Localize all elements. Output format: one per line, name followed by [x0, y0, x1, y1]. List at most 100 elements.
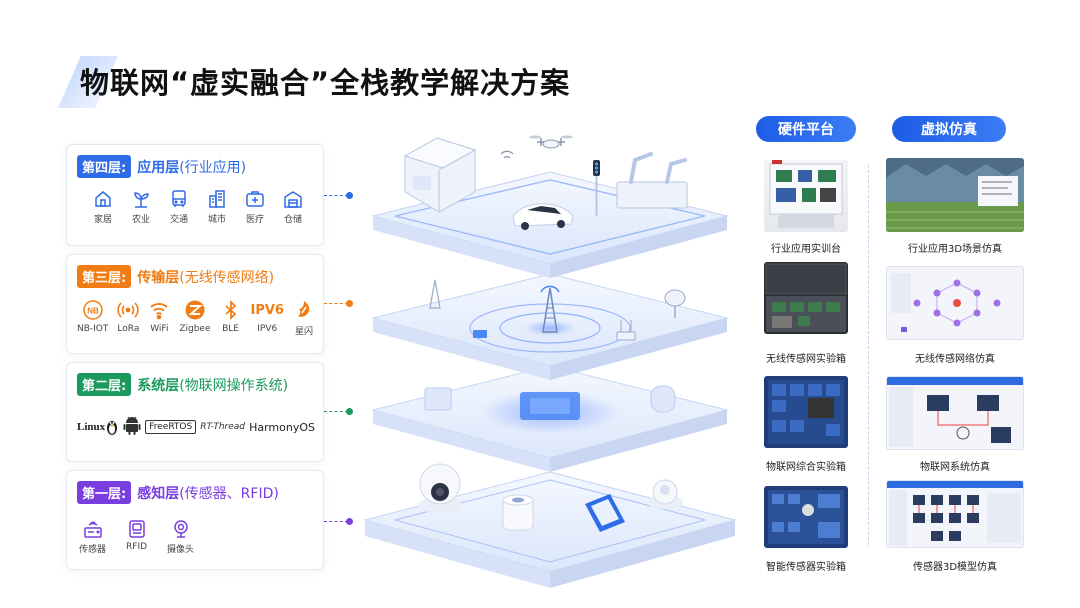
layer-card-application: 第四层: 应用层 (行业应用) 家居 农业 交通 城市	[66, 144, 324, 246]
harmonyos-logo: HarmonyOS	[249, 420, 315, 434]
layer-item: IPV6 IPV6	[250, 299, 283, 337]
page-title: 物联网“虚实融合”全栈教学解决方案	[80, 66, 571, 100]
layer-item: 交通	[169, 189, 189, 225]
layer-item: RFID	[126, 519, 147, 555]
lora-icon	[117, 299, 140, 321]
item-label: 传感器	[79, 545, 107, 555]
column-divider	[868, 165, 869, 545]
layer-subtitle: (行业应用)	[179, 159, 247, 176]
thumb-sensor-box[interactable]	[764, 486, 848, 548]
layer-card-transport: 第三层: 传输层 (无线传感网络) NB NB-IOT LoRa WiFi	[66, 254, 324, 354]
sprout-icon	[131, 189, 151, 209]
thumb-wsn-box[interactable]	[764, 262, 848, 334]
drone-icon	[529, 135, 573, 149]
svg-text:NB: NB	[87, 307, 99, 316]
layer-item: 传感器	[79, 519, 106, 555]
thumb-label: 行业应用3D场景仿真	[907, 244, 1003, 255]
connector-dot	[346, 408, 353, 415]
thumb-sensor-3d-sim[interactable]	[886, 480, 1024, 548]
connector-line	[324, 411, 348, 413]
item-label: 星闪	[294, 327, 313, 337]
layer-subtitle: (无线传感网络)	[179, 269, 275, 286]
layer-badge: 第三层:	[77, 265, 132, 288]
thumb-label: 无线传感网实验箱	[766, 354, 846, 365]
bluetooth-icon	[220, 299, 242, 321]
layer-item: BLE	[220, 299, 242, 337]
thumb-wsn-sim[interactable]	[886, 266, 1024, 340]
layer-subtitle: (传感器、RFID)	[179, 485, 279, 502]
virtual-simulation-button[interactable]: 虚拟仿真	[892, 116, 1006, 142]
hardware-platform-button[interactable]: 硬件平台	[756, 116, 856, 142]
tux-icon	[107, 421, 118, 435]
item-label: RFID	[126, 542, 148, 552]
nb-icon: NB	[82, 299, 104, 321]
linux-logo: Linux	[77, 418, 119, 436]
thumb-label: 无线传感网络仿真	[915, 354, 995, 365]
layer-card-perception: 第一层: 感知层 (传感器、RFID) 传感器 RFID 摄像头	[66, 470, 324, 570]
layer-item: Zigbee	[179, 299, 211, 337]
item-label: LoRa	[117, 324, 140, 334]
ipv6-glyph: IPV6	[250, 302, 284, 318]
layer-badge: 第二层:	[77, 373, 132, 396]
medical-kit-icon	[245, 189, 265, 209]
item-label: 农业	[131, 215, 150, 225]
layer-subtitle: (物联网操作系统)	[179, 377, 289, 394]
item-label: 医疗	[245, 215, 264, 225]
layer-stack-illustration	[363, 135, 737, 588]
thumb-label: 传感器3D模型仿真	[912, 562, 998, 573]
nearlink-icon	[293, 299, 315, 321]
layer-item: 城市	[207, 189, 227, 225]
layer-item: 农业	[131, 189, 151, 225]
item-label: WiFi	[150, 324, 169, 334]
layer-card-system: 第二层: 系统层 (物联网操作系统) Linux FreeRTOS RT-Thr…	[66, 362, 324, 462]
layer-title: 传输层	[137, 269, 180, 286]
item-label: Zigbee	[179, 324, 211, 334]
item-label: IPV6	[257, 324, 278, 334]
freertos-logo: FreeRTOS	[145, 420, 197, 434]
thumb-iot-sim[interactable]	[886, 376, 1024, 450]
slab-application	[371, 135, 729, 278]
connector-line	[324, 195, 348, 197]
item-label: BLE	[222, 324, 239, 334]
layer-item: 摄像头	[167, 519, 194, 555]
thumb-label: 智能传感器实验箱	[766, 562, 846, 573]
item-label: 城市	[207, 215, 226, 225]
layer-item: 星闪	[293, 299, 315, 337]
thumb-label: 行业应用实训台	[771, 244, 841, 255]
layer-badge: 第一层:	[77, 481, 132, 504]
layer-item: 家居	[93, 189, 113, 225]
thumb-iot-box[interactable]	[764, 376, 848, 448]
layer-item: NB NB-IOT	[77, 299, 108, 337]
home-icon	[93, 189, 113, 209]
bus-icon	[169, 189, 189, 209]
thumb-label: 物联网综合实验箱	[766, 462, 846, 473]
building-icon	[207, 189, 227, 209]
connector-line	[324, 521, 348, 523]
linux-logo-text: Linux	[77, 421, 106, 433]
item-label: NB-IOT	[77, 324, 109, 334]
sensor-icon	[82, 519, 104, 539]
connector-line	[324, 303, 348, 305]
thumb-3d-scene[interactable]	[886, 158, 1024, 232]
layer-item: 仓储	[283, 189, 303, 225]
connector-dot	[346, 192, 353, 199]
slab-transport	[371, 273, 729, 380]
connector-dot	[346, 518, 353, 525]
layer-badge: 第四层:	[77, 155, 132, 178]
camera-icon	[171, 519, 191, 539]
layer-item: LoRa	[117, 299, 139, 337]
wifi-icon	[148, 299, 170, 321]
layer-title: 系统层	[137, 377, 180, 394]
ipv6-icon: IPV6	[250, 299, 283, 321]
connector-dot	[346, 300, 353, 307]
slab-perception	[363, 463, 737, 588]
zigbee-icon	[184, 299, 206, 321]
item-label: 仓储	[283, 215, 302, 225]
thumb-label: 物联网系统仿真	[920, 462, 990, 473]
layer-item: 医疗	[245, 189, 265, 225]
layer-item: WiFi	[148, 299, 170, 337]
item-label: 家居	[93, 215, 112, 225]
android-icon	[123, 415, 141, 439]
thumb-training-bench[interactable]	[764, 160, 848, 232]
layer-title: 应用层	[137, 159, 180, 176]
